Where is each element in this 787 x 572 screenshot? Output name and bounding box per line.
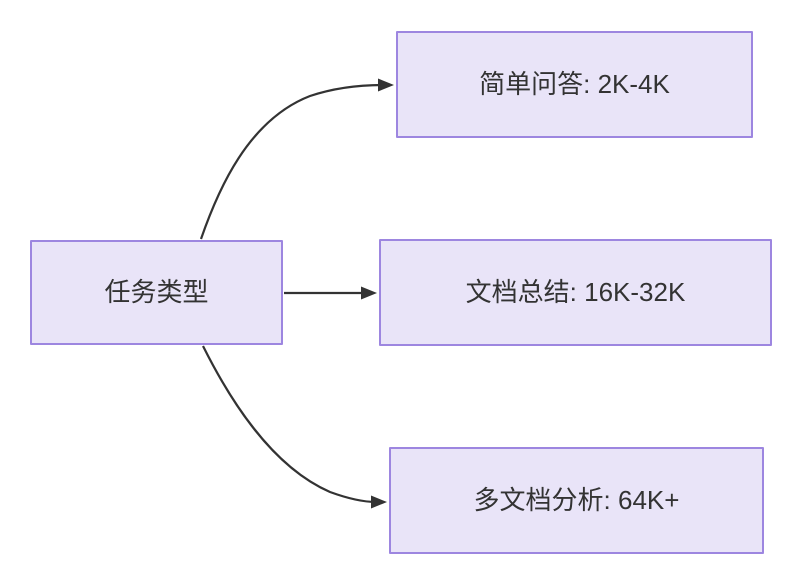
arrow-head-simple-qa — [378, 78, 394, 92]
node-doc-summary[interactable]: 文档总结: 16K-32K — [379, 239, 772, 346]
node-task-type-root-label: 任务类型 — [104, 276, 209, 307]
node-doc-summary-label: 文档总结: 16K-32K — [465, 276, 686, 307]
edge-root-to-simple-qa — [199, 78, 394, 240]
arrow-head-multidoc-analysis — [371, 495, 387, 509]
node-multidoc-analysis[interactable]: 多文档分析: 64K+ — [389, 447, 764, 554]
node-simple-qa-label: 简单问答: 2K-4K — [479, 68, 670, 99]
edge-root-to-simple-qa-path — [199, 83, 384, 240]
node-simple-qa[interactable]: 简单问答: 2K-4K — [396, 31, 753, 138]
node-multidoc-analysis-label: 多文档分析: 64K+ — [473, 484, 680, 515]
node-task-type-root[interactable]: 任务类型 — [30, 240, 283, 345]
arrow-head-doc-summary — [361, 286, 377, 300]
edge-root-to-multidoc-analysis-path — [202, 345, 377, 504]
edge-root-to-multidoc-analysis — [202, 345, 387, 509]
edge-root-to-doc-summary — [284, 286, 377, 300]
